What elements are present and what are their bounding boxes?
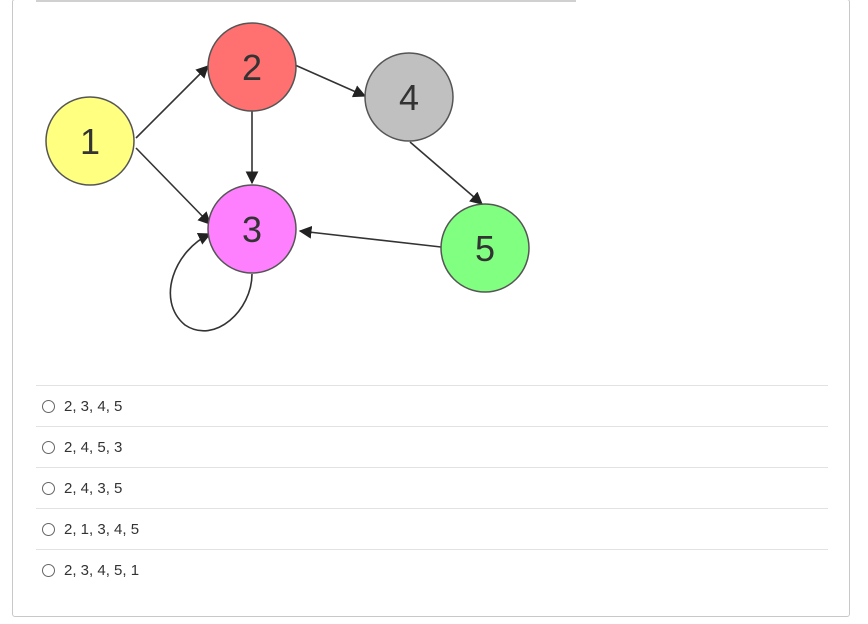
node-2-circle [207, 22, 297, 112]
node-3-label: 3 [242, 209, 262, 250]
node-4-circle [364, 52, 454, 142]
node-3: 3 [207, 184, 297, 274]
edge-3-3-self-loop [169, 232, 253, 332]
edge-1-3 [135, 147, 211, 225]
node-1-label: 1 [80, 121, 100, 162]
answer-option-label: 2, 1, 3, 4, 5 [64, 520, 140, 538]
answer-option-label: 2, 3, 4, 5, 1 [64, 561, 140, 579]
answer-options: 2, 3, 4, 5 2, 4, 5, 3 2, 4, 3, 5 2, 1, 3… [36, 385, 828, 590]
node-2-label: 2 [242, 47, 262, 88]
edge-1-2 [135, 65, 209, 139]
directed-graph-diagram: 1 2 3 4 5 [45, 22, 530, 332]
edge-2-4 [294, 64, 367, 98]
radio-button[interactable] [42, 399, 55, 413]
top-divider [36, 0, 576, 2]
node-4-label: 4 [399, 77, 419, 118]
node-1: 1 [45, 96, 135, 186]
radio-button[interactable] [42, 440, 55, 454]
answer-option-label: 2, 4, 5, 3 [64, 438, 123, 456]
node-2: 2 [207, 22, 297, 112]
answer-option-label: 2, 3, 4, 5 [64, 397, 123, 415]
answer-option-5[interactable]: 2, 3, 4, 5, 1 [36, 549, 828, 590]
answer-option-2[interactable]: 2, 4, 5, 3 [36, 426, 828, 467]
node-4: 4 [364, 52, 454, 142]
radio-button[interactable] [42, 522, 55, 536]
answer-option-3[interactable]: 2, 4, 3, 5 [36, 467, 828, 508]
node-1-circle [45, 96, 135, 186]
node-5: 5 [440, 203, 530, 293]
edge-4-5 [409, 141, 483, 205]
radio-button[interactable] [42, 481, 55, 495]
node-3-circle [207, 184, 297, 274]
node-5-circle [440, 203, 530, 293]
edge-5-3 [298, 225, 442, 248]
answer-option-1[interactable]: 2, 3, 4, 5 [36, 385, 828, 426]
node-5-label: 5 [475, 228, 495, 269]
radio-button[interactable] [42, 563, 55, 577]
answer-option-label: 2, 4, 3, 5 [64, 479, 123, 497]
answer-option-4[interactable]: 2, 1, 3, 4, 5 [36, 508, 828, 549]
